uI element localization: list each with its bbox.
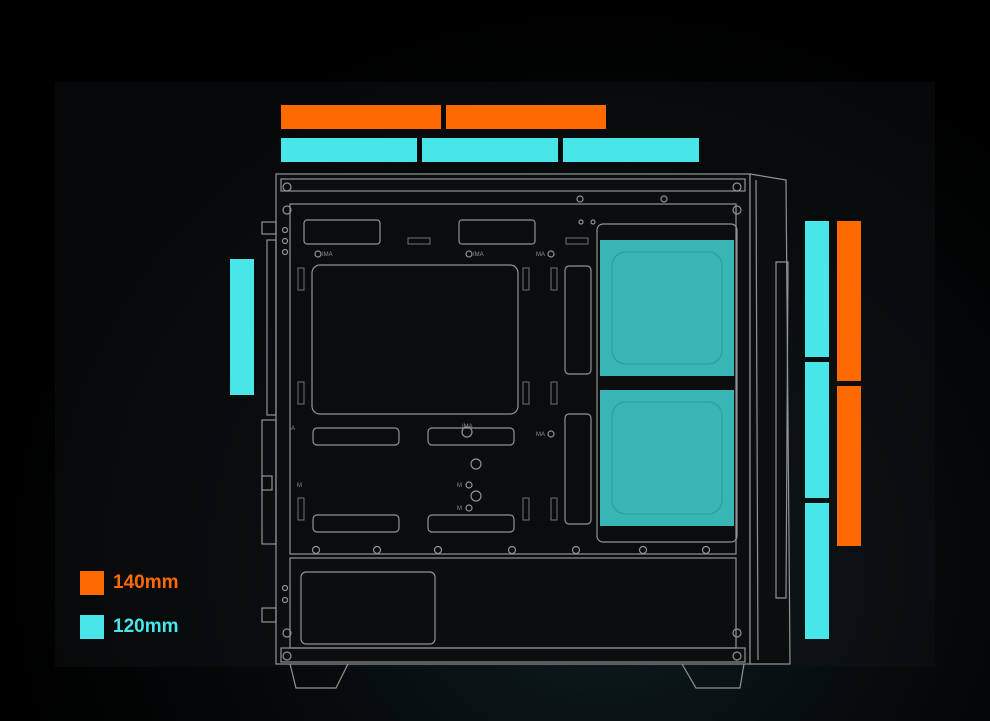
top-fan-120-2 <box>422 138 558 162</box>
legend-swatch-orange <box>80 571 104 595</box>
front-fan-140-1 <box>837 221 861 381</box>
case-marking: M <box>457 483 462 489</box>
front-fan-120-1 <box>805 221 829 357</box>
legend-label: 120mm <box>113 616 179 637</box>
case-marking: M <box>457 506 462 512</box>
rear-fan-120 <box>230 259 254 395</box>
case-marking: IMA <box>473 252 484 258</box>
top-fan-140-1 <box>281 105 441 129</box>
top-fan-140-2 <box>446 105 606 129</box>
case-marking: A <box>291 426 295 432</box>
legend-swatch-cyan <box>80 615 104 639</box>
standoff-marks <box>297 237 589 521</box>
screw-holes <box>281 182 742 661</box>
front-fan-120-3 <box>805 503 829 639</box>
front-fan-120-2 <box>805 362 829 498</box>
legend-label: 140mm <box>113 572 179 593</box>
case-marking: IMA <box>322 252 333 258</box>
case-marking: MA <box>536 252 545 258</box>
top-fan-120-3 <box>563 138 699 162</box>
case-marking: M <box>297 483 302 489</box>
case-marking: MA <box>536 432 545 438</box>
front-radiator <box>600 240 734 526</box>
case-marking: IMA <box>462 424 473 430</box>
case-marking-labels: IMA IMA MA MA IMA M M M A <box>291 252 545 512</box>
front-fan-140-2 <box>837 386 861 546</box>
legend-item-140mm: 140mm <box>80 571 179 595</box>
legend-item-120mm: 120mm <box>80 615 179 639</box>
top-fan-120-1 <box>281 138 417 162</box>
